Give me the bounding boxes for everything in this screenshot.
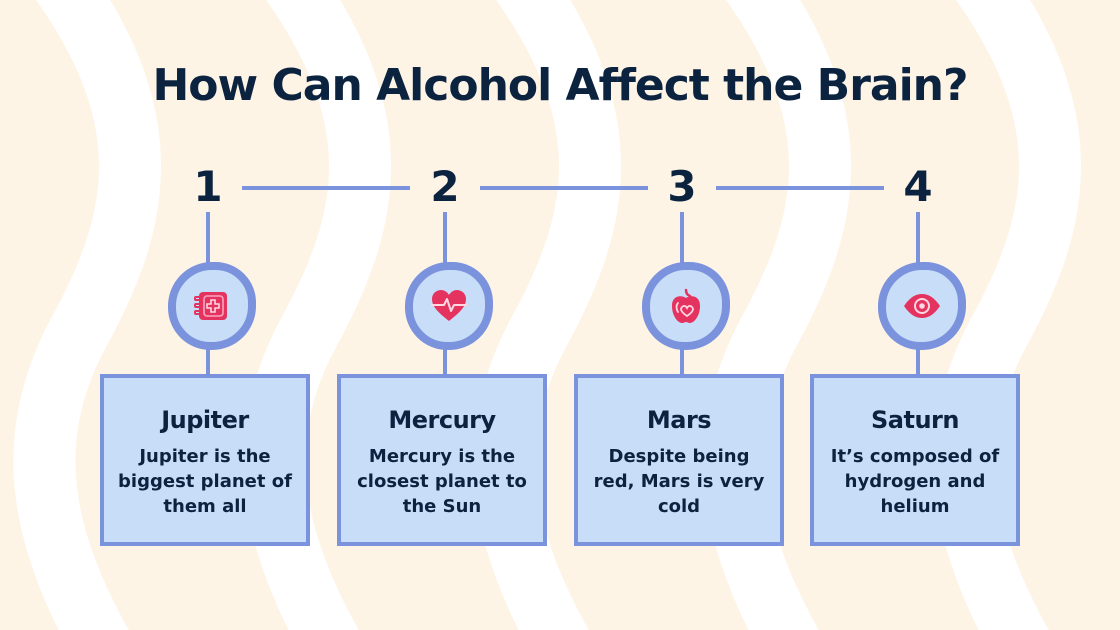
step-2-title: Mercury <box>388 406 496 434</box>
step-3-card: Mars Despite being red, Mars is very col… <box>574 374 784 546</box>
step-4-stem-top <box>916 212 920 264</box>
connector-3-4 <box>716 186 884 190</box>
step-2-card: Mercury Mercury is the closest planet to… <box>337 374 547 546</box>
medical-book-icon <box>194 292 227 320</box>
page-title: How Can Alcohol Affect the Brain? <box>152 60 968 111</box>
step-4-stem-bottom <box>916 342 920 376</box>
step-1-card: Jupiter Jupiter is the biggest planet of… <box>100 374 310 546</box>
step-3-description: Despite being red, Mars is very cold <box>593 446 765 517</box>
step-4-title: Saturn <box>871 406 959 434</box>
eye-icon <box>904 294 940 318</box>
step-3-stem-top <box>680 212 684 264</box>
step-1-icon-badge <box>168 262 256 350</box>
apple-heart-icon <box>672 288 700 323</box>
step-1-stem-top <box>206 212 210 264</box>
step-3-title: Mars <box>646 406 712 434</box>
step-4-description: It’s composed of hydrogen and helium <box>830 446 1000 517</box>
step-1-title: Jupiter <box>161 406 249 434</box>
step-number-3: 3 <box>667 162 697 211</box>
step-2-stem-top <box>443 212 447 264</box>
step-1-description: Jupiter is the biggest planet of them al… <box>118 446 292 517</box>
step-3-stem-bottom <box>680 342 684 376</box>
connector-2-3 <box>480 186 648 190</box>
heartbeat-icon <box>431 290 467 321</box>
step-1-stem-bottom <box>206 342 210 376</box>
step-number-1: 1 <box>193 162 223 211</box>
step-3-icon-badge <box>642 262 730 350</box>
step-4-card: Saturn It’s composed of hydrogen and hel… <box>810 374 1020 546</box>
step-2-description: Mercury is the closest planet to the Sun <box>357 446 527 517</box>
connector-1-2 <box>242 186 410 190</box>
step-number-4: 4 <box>903 162 933 211</box>
step-4-icon-badge <box>878 262 966 350</box>
step-number-2: 2 <box>430 162 460 211</box>
step-2-stem-bottom <box>443 342 447 376</box>
step-2-icon-badge <box>405 262 493 350</box>
